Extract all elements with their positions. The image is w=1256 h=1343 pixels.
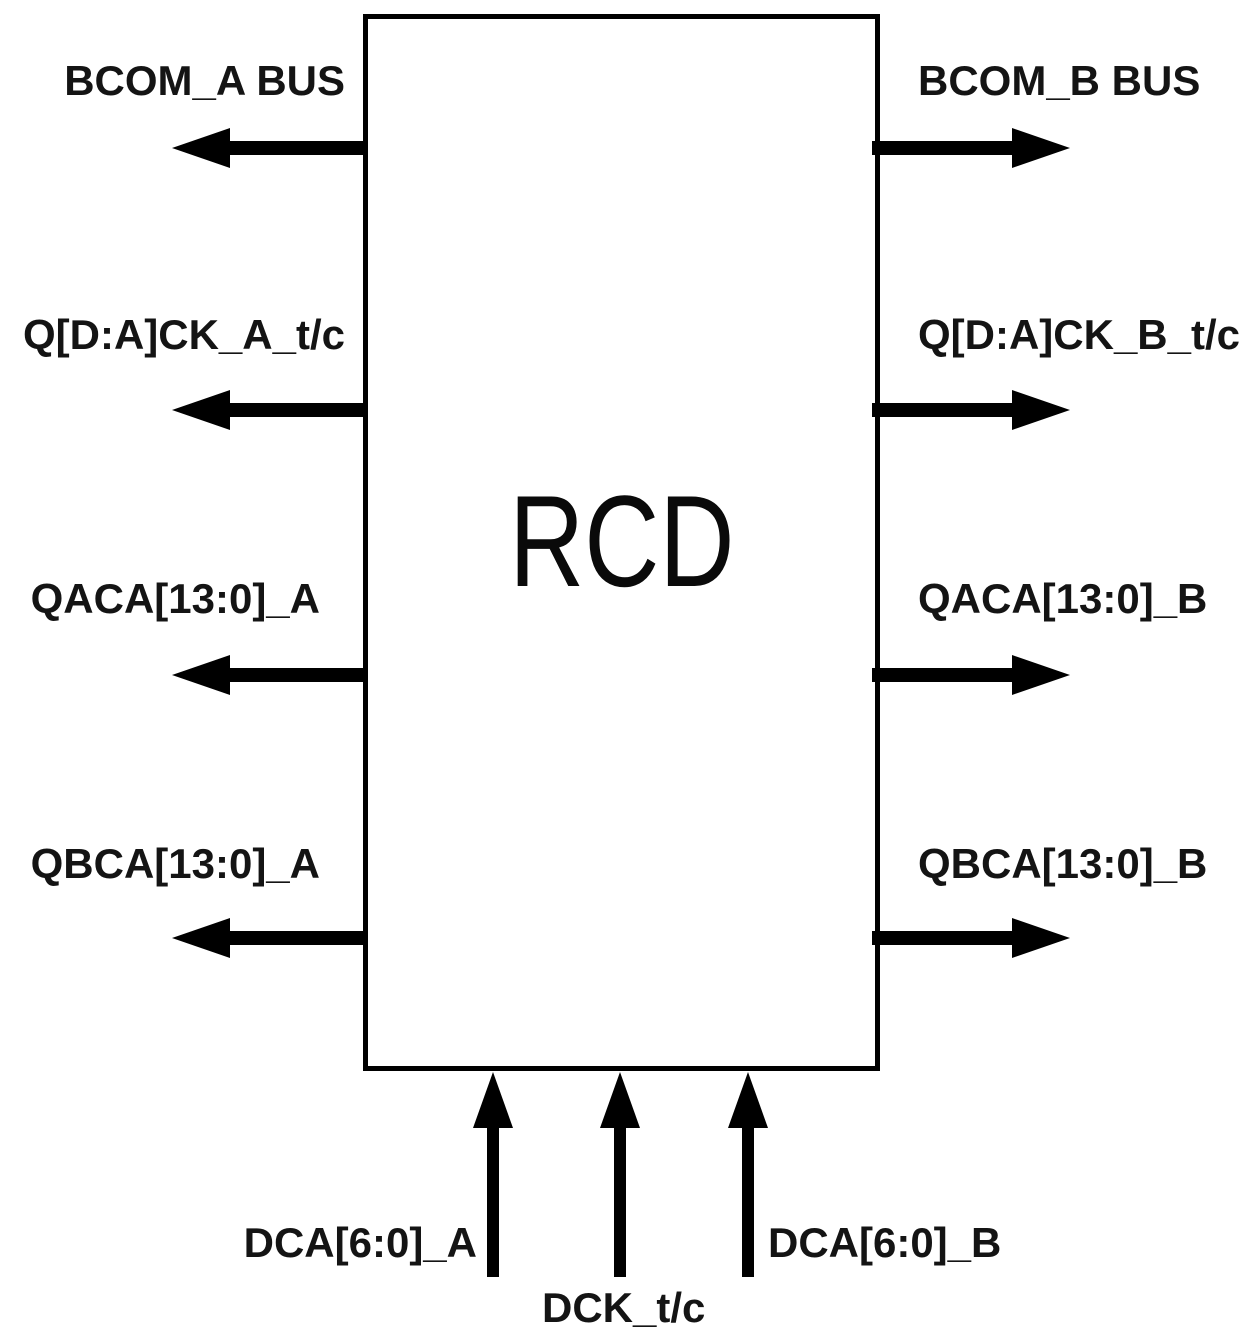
arrowhead-up-icon bbox=[473, 1072, 513, 1128]
label-qbca-b: QBCA[13:0]_B bbox=[918, 840, 1208, 887]
rcd-block-title-text: RCD bbox=[508, 468, 735, 614]
label-qbca-a: QBCA[13:0]_A bbox=[30, 840, 320, 887]
label-dca-b: DCA[6:0]_B bbox=[768, 1219, 1002, 1266]
arrow-shaft bbox=[487, 1124, 499, 1277]
arrow-shaft bbox=[872, 668, 1016, 682]
arrow-qdack-b-right-icon bbox=[872, 390, 1070, 430]
label-qaca-b: QACA[13:0]_B bbox=[918, 575, 1208, 622]
arrow-shaft bbox=[742, 1124, 754, 1277]
arrow-shaft bbox=[872, 403, 1016, 417]
arrow-dca-a-up-icon bbox=[473, 1072, 513, 1277]
arrow-dca-b-up-icon bbox=[728, 1072, 768, 1277]
arrowhead-right-icon bbox=[1012, 918, 1070, 958]
arrow-qaca-a-left-icon bbox=[172, 655, 368, 695]
arrowhead-up-icon bbox=[600, 1072, 640, 1128]
label-qaca-a: QACA[13:0]_A bbox=[30, 575, 320, 622]
arrow-shaft bbox=[226, 403, 368, 417]
label-dca-a: DCA[6:0]_A bbox=[243, 1219, 477, 1266]
arrowhead-right-icon bbox=[1012, 390, 1070, 430]
arrowhead-left-icon bbox=[172, 390, 230, 430]
arrow-shaft bbox=[872, 141, 1016, 155]
arrow-qbca-a-left-icon bbox=[172, 918, 368, 958]
arrowhead-up-icon bbox=[728, 1072, 768, 1128]
arrow-dck-up-icon bbox=[600, 1072, 640, 1277]
label-bcom-b-bus: BCOM_B BUS bbox=[918, 57, 1201, 104]
arrow-shaft bbox=[226, 141, 368, 155]
arrow-bcom-a-left-icon bbox=[172, 128, 368, 168]
arrow-qdack-a-left-icon bbox=[172, 390, 368, 430]
arrowhead-left-icon bbox=[172, 918, 230, 958]
label-bcom-a-bus: BCOM_A BUS bbox=[64, 57, 345, 104]
arrow-shaft bbox=[872, 931, 1016, 945]
label-qdack-b-tc: Q[D:A]CK_B_t/c bbox=[918, 311, 1241, 358]
rcd-block-title: RCD bbox=[368, 467, 875, 617]
arrow-bcom-b-right-icon bbox=[872, 128, 1070, 168]
arrow-shaft bbox=[614, 1124, 626, 1277]
arrowhead-right-icon bbox=[1012, 655, 1070, 695]
arrow-qbca-b-right-icon bbox=[872, 918, 1070, 958]
arrowhead-left-icon bbox=[172, 128, 230, 168]
arrow-shaft bbox=[226, 668, 368, 682]
label-dck-tc: DCK_t/c bbox=[542, 1284, 706, 1331]
arrow-qaca-b-right-icon bbox=[872, 655, 1070, 695]
arrow-shaft bbox=[226, 931, 368, 945]
label-qdack-a-tc: Q[D:A]CK_A_t/c bbox=[22, 311, 345, 358]
rcd-block: RCD bbox=[363, 14, 880, 1071]
arrowhead-left-icon bbox=[172, 655, 230, 695]
arrowhead-right-icon bbox=[1012, 128, 1070, 168]
